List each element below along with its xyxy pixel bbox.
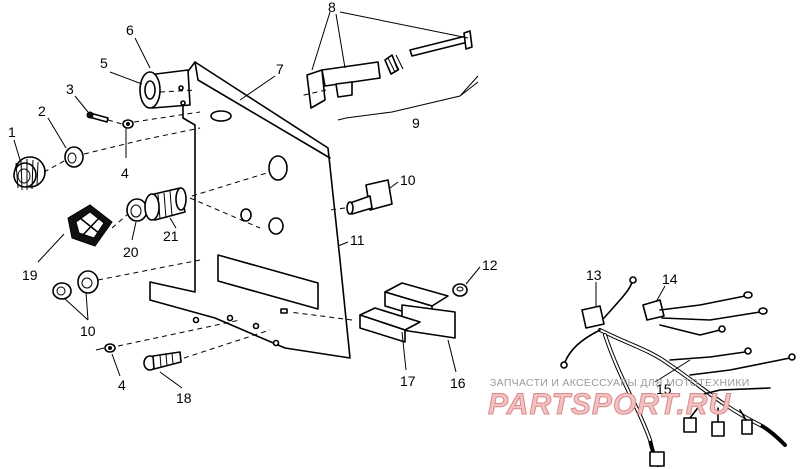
callout-2: 2 (38, 103, 46, 119)
bolt-18 (143, 351, 182, 371)
callout-15: 15 (656, 381, 672, 397)
screw-3 (86, 111, 109, 123)
bezel-ring (126, 198, 148, 222)
washer-2 (64, 146, 84, 168)
callout-20: 20 (123, 244, 139, 260)
callout-14: 14 (662, 271, 678, 287)
callout-3: 3 (66, 81, 74, 97)
callout-10-lower: 10 (80, 323, 96, 339)
watermark-tagline: ЗАПЧАСТИ И АКСЕССУАРЫ ДЛЯ МОТОТЕХНИКИ (490, 377, 750, 389)
mounting-panel (149, 61, 351, 359)
callout-13: 13 (586, 267, 602, 283)
callout-1: 1 (8, 124, 16, 140)
callout-21: 21 (163, 228, 179, 244)
switch-21 (144, 187, 187, 221)
alignment-lines (43, 89, 353, 359)
callout-17: 17 (400, 373, 416, 389)
callout-10-upper: 10 (400, 172, 416, 188)
switch-plate (67, 204, 113, 247)
knurled-nut (13, 156, 46, 191)
nuts-10-lower (52, 270, 99, 300)
nut-4-lower (95, 343, 116, 353)
callout-19: 19 (22, 267, 38, 283)
callout-11: 11 (350, 232, 365, 248)
lock-cylinder (139, 69, 191, 109)
callout-16: 16 (450, 375, 466, 391)
callout-4-lower: 4 (118, 377, 126, 393)
wiring-harness (560, 276, 796, 467)
clip-12 (452, 283, 468, 297)
callout-6: 6 (126, 22, 134, 38)
callouts: 1 2 3 4 5 6 7 8 9 10 10 11 12 13 14 15 1… (8, 0, 678, 406)
callout-9: 9 (412, 115, 420, 131)
leader-lines (13, 11, 691, 389)
watermark-brand-logo: PARTSPORT.RU (488, 388, 731, 421)
toggle-switch (346, 179, 393, 215)
bracket-blocks (359, 282, 456, 343)
latch-mechanism (306, 30, 473, 109)
callout-7: 7 (276, 61, 284, 77)
callout-12: 12 (482, 257, 498, 273)
callout-8: 8 (328, 0, 336, 15)
callout-18: 18 (176, 390, 192, 406)
callout-4-upper: 4 (121, 165, 129, 181)
callout-5: 5 (100, 55, 108, 71)
nut-4-upper (122, 119, 134, 129)
watermark: ЗАПЧАСТИ И АКСЕССУАРЫ ДЛЯ МОТОТЕХНИКИ PA… (488, 377, 750, 422)
